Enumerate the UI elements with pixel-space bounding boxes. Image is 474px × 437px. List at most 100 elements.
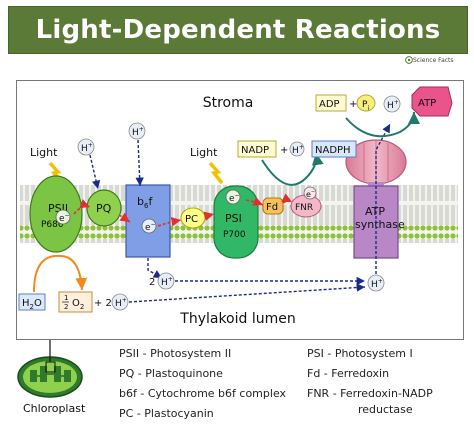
h2o-h: H — [22, 298, 30, 309]
pc-carrier: PC — [180, 207, 206, 229]
b6f-label-sub: 6 — [144, 202, 149, 210]
proton-marker: H+ — [289, 141, 305, 157]
h2o-o: O — [34, 298, 42, 309]
svg-text:H+: H+ — [161, 276, 173, 288]
electron-sup: − — [235, 192, 240, 199]
water-splitting-arrow — [33, 254, 61, 293]
electron-path — [157, 216, 182, 227]
pc-label: PC — [185, 214, 198, 225]
proton-marker: H+ — [383, 95, 401, 113]
electron-marker: e− — [303, 186, 317, 200]
electron-path — [118, 212, 131, 223]
proton-marker: H+ — [77, 138, 95, 156]
electron-sup: − — [311, 189, 315, 195]
atp-synthase-label-2: synthase — [355, 218, 405, 231]
proton-marker: H+ — [367, 274, 385, 292]
svg-text:H+: H+ — [371, 278, 383, 290]
pq-complex: PQ — [86, 189, 122, 227]
chloroplast-label: Chloroplast — [23, 402, 86, 415]
b6f-label-f: f — [148, 195, 153, 208]
light-label-1: Light — [30, 146, 58, 159]
proton-marker: H+ — [128, 122, 146, 140]
electron-path — [281, 193, 293, 204]
header-banner: Light-Dependent Reactions — [8, 6, 468, 54]
proton-sup: + — [139, 126, 144, 133]
svg-text:e−: e− — [306, 189, 315, 199]
electron-e: e — [59, 214, 65, 224]
nadph-box: NADPH — [311, 140, 357, 158]
proton-marker: H+ — [157, 272, 175, 290]
fnr-label: FNR — [295, 203, 313, 213]
adp-box: ADP — [315, 94, 347, 112]
pi-sub: i — [367, 105, 369, 112]
proton-h: H — [132, 128, 139, 138]
lumen-label: Thylakoid lumen — [179, 311, 295, 327]
svg-text:e−: e− — [229, 192, 240, 204]
stroma-label: Stroma — [203, 95, 254, 111]
proton-flow-arrow — [89, 154, 101, 190]
electron-sup: − — [65, 212, 70, 219]
electron-path — [203, 211, 215, 221]
proton-sup: + — [299, 144, 304, 151]
svg-text:e−: e− — [59, 212, 70, 224]
b6f-label-b: b — [137, 195, 144, 208]
water-box: H2O — [18, 293, 46, 311]
brand-label: Science Facts — [413, 57, 454, 64]
light-label-2: Light — [190, 146, 218, 159]
electron-path — [245, 196, 264, 206]
electron-marker: e− — [225, 189, 241, 205]
electron-e: e — [306, 190, 311, 199]
proton-through-synthase-arrow — [375, 123, 391, 274]
light-icon: Light — [190, 146, 224, 185]
atp-synthase-label-1: ATP — [365, 205, 385, 218]
pi-p: P — [362, 100, 368, 110]
half-numerator: 1 — [64, 294, 68, 302]
phosphate-marker: Pi — [356, 94, 376, 112]
proton-h: H — [387, 101, 394, 111]
svg-text:H+: H+ — [81, 142, 93, 154]
half-denominator: 2 — [64, 303, 68, 311]
proton-sup: + — [88, 142, 93, 149]
electron-path — [73, 199, 91, 215]
atp-product: ATP — [411, 86, 453, 117]
b6f-label: b6f — [137, 195, 153, 210]
proton-sup: + — [378, 278, 383, 285]
p680-label: P680 — [41, 220, 64, 230]
adp-label: ADP — [319, 99, 340, 110]
proton-sup: + — [122, 297, 127, 304]
psi-label: PSI — [225, 212, 242, 225]
chloroplast-illustration: Chloroplast — [17, 340, 86, 415]
psii-complex: PSII P680 — [29, 175, 83, 253]
o2-sub: 2 — [80, 303, 84, 311]
electron-marker: e− — [55, 209, 71, 225]
svg-text:H2O: H2O — [22, 298, 42, 311]
proton-flow-arrow — [135, 139, 144, 187]
electron-e: e — [145, 223, 151, 233]
nadph-formation-arrow — [261, 152, 324, 186]
electron-sup: − — [151, 221, 156, 228]
proton-h: H — [115, 299, 122, 309]
nadp-plus: + — [280, 145, 288, 156]
proton-sup: + — [168, 276, 173, 283]
fd-carrier: Fd — [262, 197, 284, 215]
nadph-label: NADPH — [315, 145, 351, 156]
svg-text:Pi: Pi — [362, 100, 369, 112]
nadp-label: NADP — [241, 145, 269, 156]
proton-sup: + — [394, 99, 399, 106]
p700-label: P700 — [223, 230, 246, 240]
h2o-sub: 2 — [30, 303, 34, 311]
proton-marker: H+ — [111, 293, 129, 311]
adp-plus: + — [349, 99, 357, 110]
svg-text:H+: H+ — [387, 99, 399, 111]
page-title: Light-Dependent Reactions — [35, 15, 441, 45]
science-facts-logo-icon — [405, 56, 413, 64]
fd-label: Fd — [266, 202, 278, 213]
svg-text:e−: e− — [145, 221, 156, 233]
atp-formation-arrow — [345, 111, 420, 138]
svg-text:H+: H+ — [132, 126, 144, 138]
water-splitting-arrow — [59, 255, 88, 291]
proton-flow-arrow — [147, 258, 163, 279]
svg-text:O2: O2 — [72, 298, 84, 311]
proton-h: H — [292, 146, 299, 156]
